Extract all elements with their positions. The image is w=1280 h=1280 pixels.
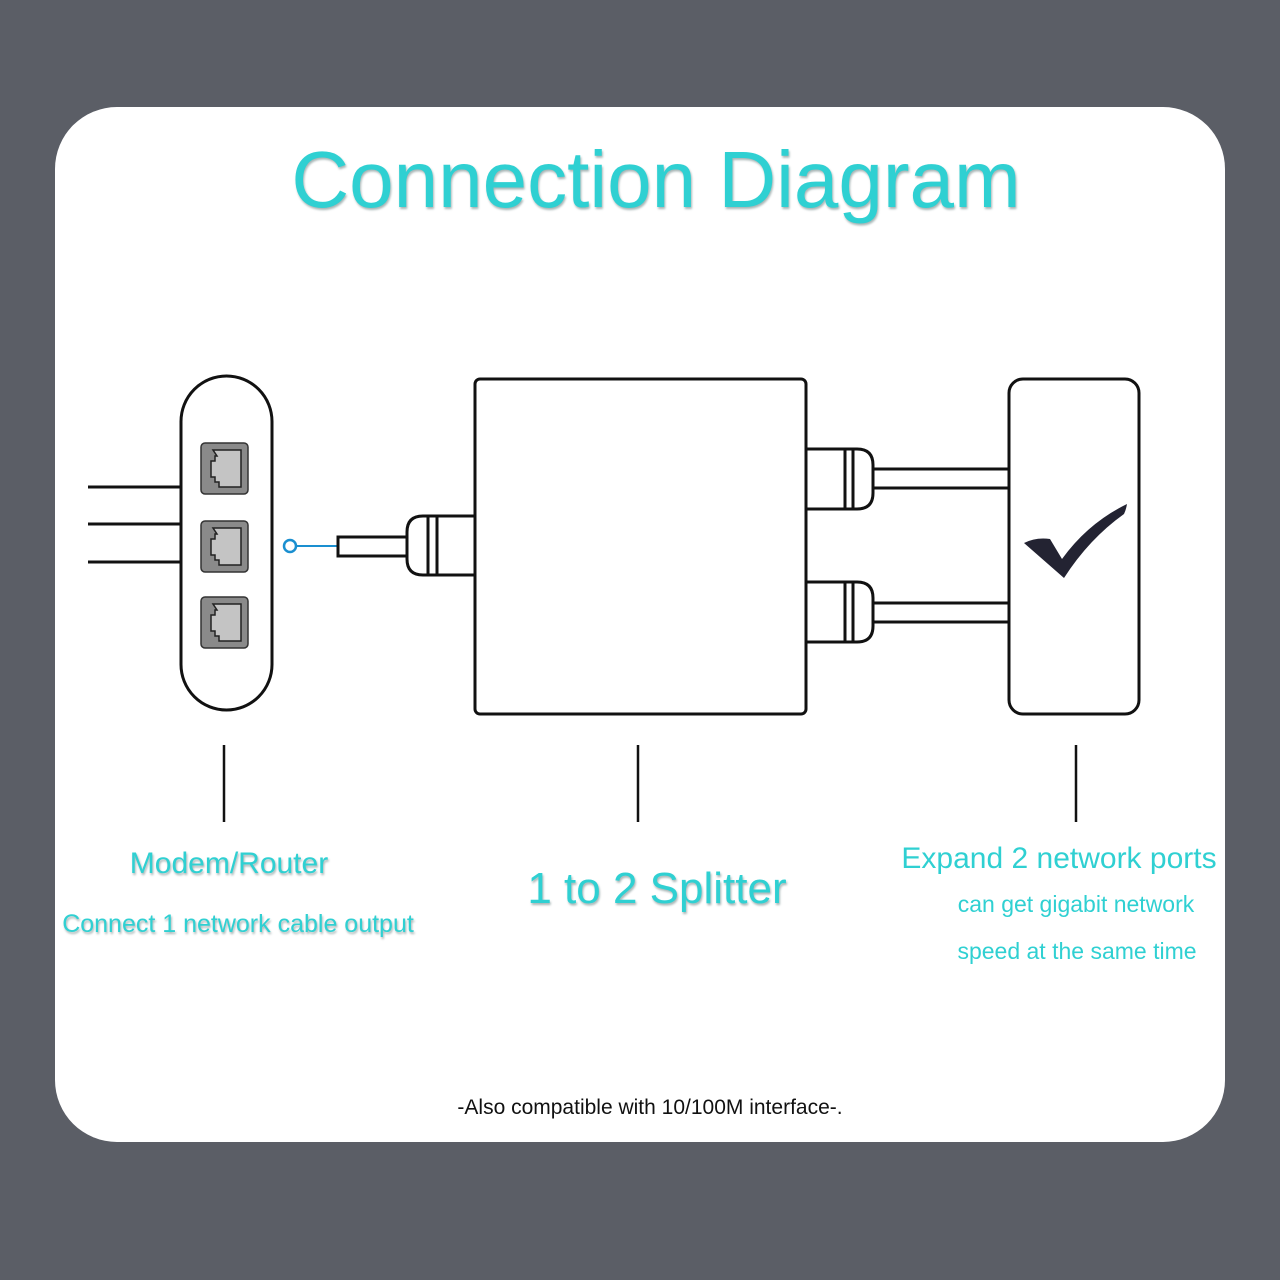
rj45-port-icon (200, 442, 249, 495)
rj45-port-icon (200, 596, 249, 649)
modem-router (179, 374, 274, 712)
input-cable (282, 514, 477, 577)
splitter-heading: 1 to 2 Splitter (527, 864, 786, 913)
diagram-title: Connection Diagram (291, 135, 1020, 224)
expand-heading: Expand 2 network ports (901, 842, 1216, 875)
checkmark-icon (1024, 504, 1127, 578)
incoming-cables (88, 485, 181, 564)
compatibility-note: -Also compatible with 10/100M interface-… (457, 1096, 842, 1119)
label-pointers (222, 745, 1078, 822)
rj45-port-icon (200, 520, 249, 573)
output-cables (803, 447, 1012, 644)
expand-subtext-2: speed at the same time (957, 938, 1196, 964)
modem-heading: Modem/Router (130, 847, 328, 880)
modem-subtext: Connect 1 network cable output (62, 910, 414, 938)
expand-subtext-1: can get gigabit network (958, 891, 1195, 917)
splitter-box (473, 377, 808, 716)
